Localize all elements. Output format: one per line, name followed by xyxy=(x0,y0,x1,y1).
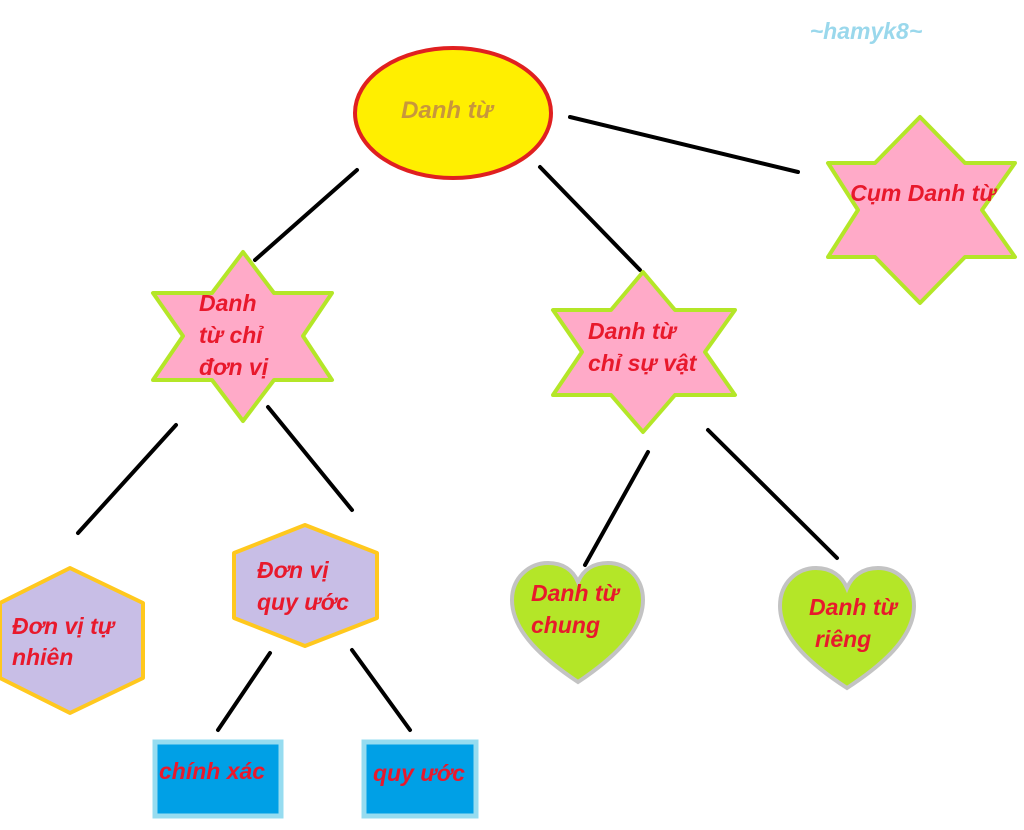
heart-shape-proper xyxy=(777,565,917,691)
edge-root-thing xyxy=(538,165,642,272)
unit-label-line-3: đơn vị xyxy=(199,354,269,380)
edge-root-phrase xyxy=(568,115,800,174)
edge-conventional-exact xyxy=(216,651,272,732)
conventional-unit-label-line-2: quy ước xyxy=(257,589,349,615)
box-shape-exact xyxy=(152,739,284,819)
edge-unit-natural xyxy=(76,423,178,535)
estimate-label: quy ước xyxy=(373,760,465,786)
exact-label: chính xác xyxy=(159,758,265,784)
star-shape-thing xyxy=(551,270,737,434)
natural-unit-label-line-1: Đơn vị tự xyxy=(12,613,117,639)
natural-unit-label-line-2: nhiên xyxy=(12,644,73,670)
root-label: Danh từ xyxy=(401,97,495,124)
unit-label-line-2: từ chỉ xyxy=(199,322,264,348)
edge-thing-common xyxy=(583,450,650,567)
edge-unit-conventional xyxy=(266,405,354,512)
hexagon-shape-natural-unit xyxy=(0,566,145,715)
connectors xyxy=(76,115,839,732)
thing-label-line-2: chỉ sự vật xyxy=(588,350,698,376)
thing-label: Danh từ chỉ sự vật xyxy=(588,318,698,376)
edge-root-unit xyxy=(253,168,359,262)
phrase-label: Cụm Danh từ xyxy=(850,180,998,206)
star-shape-phrase xyxy=(826,115,1017,305)
unit-label-line-1: Danh xyxy=(199,290,257,316)
conventional-unit-label-line-1: Đơn vị xyxy=(257,557,329,583)
conventional-unit-label: Đơn vị quy ước xyxy=(257,557,349,615)
watermark-text: ~hamyk8~ xyxy=(810,18,923,44)
unit-label: Danh từ chỉ đơn vị xyxy=(199,290,269,380)
root-ellipse xyxy=(353,46,553,180)
proper-label-line-1: Danh từ xyxy=(809,594,900,620)
edge-thing-proper xyxy=(706,428,839,560)
proper-label-line-2: riêng xyxy=(815,626,871,652)
thing-label-line-1: Danh từ xyxy=(588,318,679,344)
common-label-line-2: chung xyxy=(531,612,600,638)
natural-unit-label: Đơn vị tự nhiên xyxy=(12,613,117,670)
heart-shape-common xyxy=(509,560,646,685)
common-label-line-1: Danh từ xyxy=(531,580,622,606)
star-shape-unit xyxy=(151,250,334,423)
hexagon-shape-conventional-unit xyxy=(232,523,379,648)
common-label: Danh từ chung xyxy=(531,580,622,638)
proper-label: Danh từ riêng xyxy=(809,594,900,652)
edge-conventional-estimate xyxy=(350,648,412,732)
box-shape-estimate xyxy=(361,739,479,819)
